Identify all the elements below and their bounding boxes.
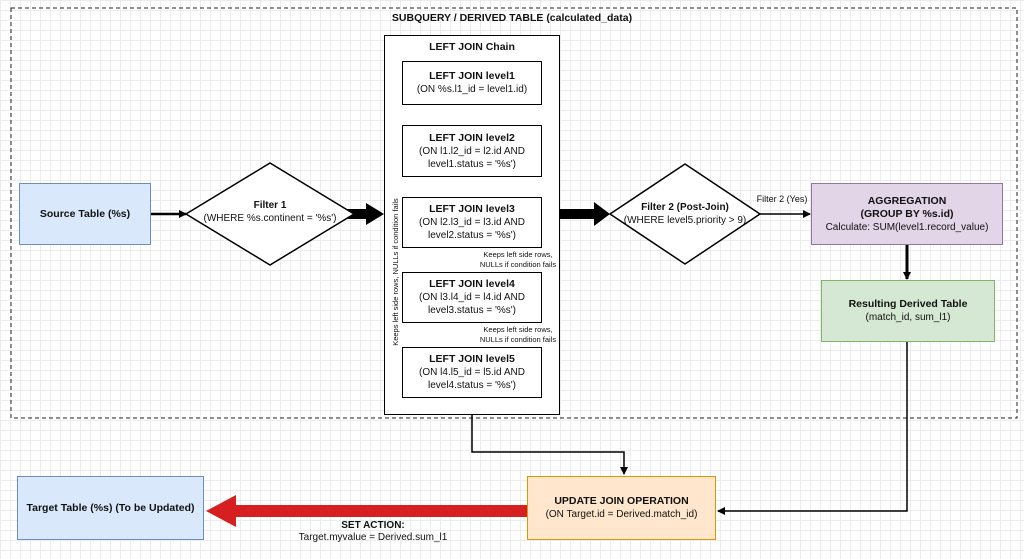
- aggregation-calc: Calculate: SUM(level1.record_value): [825, 221, 989, 233]
- aggregation-groupby: (GROUP BY %s.id): [860, 207, 954, 220]
- edge-chain-update: [471, 414, 628, 475]
- join-level5-title: LEFT JOIN level5: [429, 353, 515, 365]
- filter2-text: Filter 2 (Post-Join) (WHERE level5.prior…: [612, 201, 758, 227]
- join-level1-title: LEFT JOIN level1: [429, 70, 515, 82]
- join-level4-line1: (ON l3.l4_id = l4.id AND: [419, 292, 525, 303]
- filter1-condition: (WHERE %s.continent = '%s'): [203, 213, 337, 224]
- keeps-note-level3-level4: Keeps left side rows, NULLs if condition…: [479, 250, 557, 269]
- derived-table-cols: (match_id, sum_l1): [865, 312, 951, 323]
- join-level1-line1: (ON %s.l1_id = level1.id): [416, 84, 528, 95]
- update-join-on: (ON Target.id = Derived.match_id): [545, 509, 698, 520]
- aggregation-node[interactable]: AGGREGATION (GROUP BY %s.id) Calculate: …: [811, 183, 1003, 245]
- keeps-note-level4-level5: Keeps left side rows, NULLs if condition…: [479, 325, 557, 344]
- filter2-yes-label: Filter 2 (Yes): [756, 194, 808, 204]
- filter2-title: Filter 2 (Post-Join): [641, 202, 729, 213]
- join-level4-title: LEFT JOIN level4: [429, 278, 515, 290]
- update-join-node[interactable]: UPDATE JOIN OPERATION (ON Target.id = De…: [527, 476, 716, 540]
- edge-derived-update: [717, 342, 908, 515]
- join-level4-line2: level3.status = '%s'): [427, 305, 517, 316]
- subquery-title: SUBQUERY / DERIVED TABLE (calculated_dat…: [391, 12, 633, 24]
- edge-update-target: [206, 495, 528, 527]
- set-action-title: SET ACTION:: [341, 520, 405, 531]
- subquery-container-border: [10, 7, 1018, 419]
- left-join-chain-title: LEFT JOIN Chain: [429, 41, 515, 53]
- aggregation-title: AGGREGATION: [867, 194, 947, 207]
- filter1-diamond: [184, 162, 356, 266]
- filter2-diamond: [608, 163, 762, 265]
- target-table-label: Target Table (%s) (To be Updated): [26, 501, 195, 514]
- update-join-title: UPDATE JOIN OPERATION: [554, 495, 689, 507]
- join-level5-line2: level4.status = '%s'): [427, 380, 517, 391]
- filter2-condition: (WHERE level5.priority > 9): [623, 215, 747, 226]
- edge-filter1-chain: [345, 203, 384, 225]
- join-level1-node[interactable]: LEFT JOIN level1 (ON %s.l1_id = level1.i…: [402, 61, 542, 105]
- edge-chain-filter2: [559, 202, 610, 226]
- source-table-node[interactable]: Source Table (%s): [19, 183, 151, 245]
- join-level5-line1: (ON l4.l5_id = l5.id AND: [419, 367, 525, 378]
- join-level5-node[interactable]: LEFT JOIN level5 (ON l4.l5_id = l5.id AN…: [402, 347, 542, 398]
- join-level3-node[interactable]: LEFT JOIN level3 (ON l2.l3_id = l3.id AN…: [402, 197, 542, 248]
- set-action-expr: Target.myvalue = Derived.sum_l1: [298, 532, 448, 543]
- filter1-title: Filter 1: [253, 200, 287, 211]
- join-level2-title: LEFT JOIN level2: [429, 131, 515, 144]
- source-table-label: Source Table (%s): [39, 207, 131, 220]
- target-table-node[interactable]: Target Table (%s) (To be Updated): [17, 476, 204, 540]
- set-action-label: SET ACTION: Target.myvalue = Derived.sum…: [268, 520, 478, 544]
- join-level2-line2: level1.status = '%s'): [427, 158, 517, 170]
- join-level3-line1: (ON l2.l3_id = l3.id AND: [419, 217, 525, 228]
- join-level3-title: LEFT JOIN level3: [429, 203, 515, 215]
- join-level4-node[interactable]: LEFT JOIN level4 (ON l3.l4_id = l4.id AN…: [402, 272, 542, 323]
- join-level3-line2: level2.status = '%s'): [427, 230, 517, 241]
- join-level2-node[interactable]: LEFT JOIN level2 (ON l1.l2_id = l2.id AN…: [402, 125, 542, 177]
- vertical-keeps-note: Keeps left side rows, NULLs if condition…: [391, 198, 400, 346]
- filter1-text: Filter 1 (WHERE %s.continent = '%s'): [190, 199, 350, 225]
- join-level2-line1: (ON l1.l2_id = l2.id AND: [419, 145, 525, 157]
- derived-table-title: Resulting Derived Table: [848, 298, 968, 310]
- derived-table-node[interactable]: Resulting Derived Table (match_id, sum_l…: [821, 280, 995, 342]
